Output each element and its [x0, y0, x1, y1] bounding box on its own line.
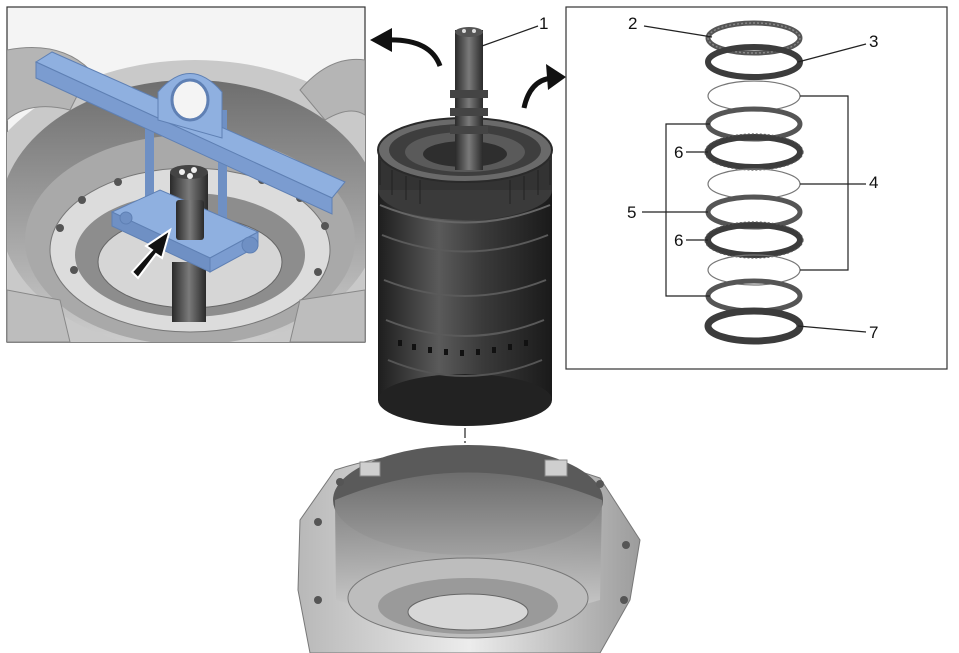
- leader-line-1: [481, 25, 539, 47]
- callout-3: 3: [869, 32, 879, 51]
- callout-2: 2: [628, 14, 638, 33]
- callout-4: 4: [869, 173, 879, 192]
- curved-arrow-icon: [521, 64, 566, 109]
- callout-6-lower: 6: [674, 231, 684, 250]
- callout-1: 1: [539, 14, 549, 33]
- callout-5: 5: [627, 203, 637, 222]
- tool-detail-inset: [6, 6, 366, 343]
- curved-arrow-icon: [370, 28, 443, 67]
- black-arrow-icon: [130, 227, 172, 280]
- clutch-drum-assembly: [377, 27, 553, 426]
- clutch-pack-exploded-inset: [565, 6, 948, 370]
- callout-7: 7: [869, 323, 879, 342]
- ring-2: [705, 20, 803, 56]
- transmission-housing: [297, 445, 641, 653]
- callout-6-upper: 6: [674, 143, 684, 162]
- leader-lines: [642, 25, 867, 333]
